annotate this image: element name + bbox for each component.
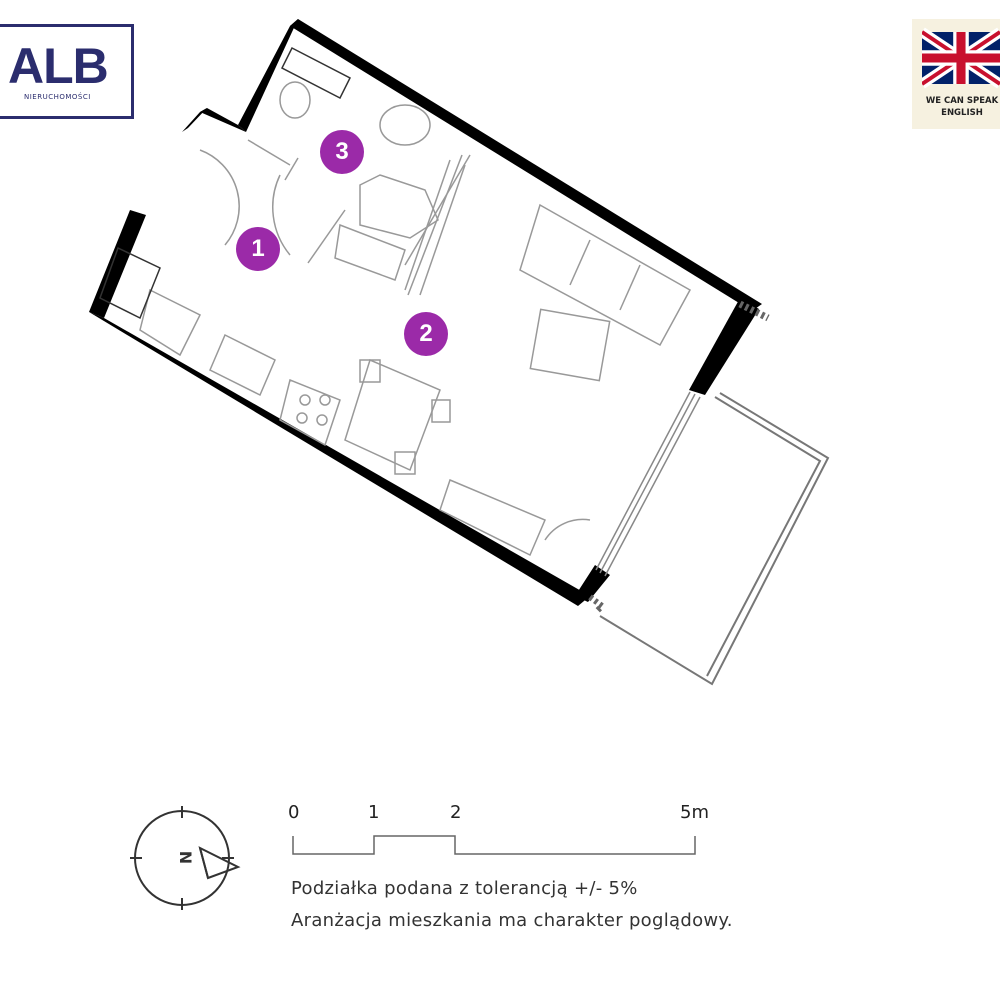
logo-subtitle: NIERUCHOMOŚCI	[24, 93, 91, 101]
compass-icon	[130, 806, 241, 910]
interior-lines	[139, 81, 692, 557]
room-marker-3: 3	[320, 130, 364, 174]
logo-name: ALB	[8, 38, 109, 94]
language-badge: WE CAN SPEAK ENGLISH	[912, 19, 1000, 129]
scale-tick-1: 1	[368, 802, 380, 823]
scale-tick-2: 2	[450, 802, 462, 823]
storage-units	[99, 46, 352, 320]
uk-flag-icon	[922, 27, 1000, 89]
language-badge-text: WE CAN SPEAK ENGLISH	[925, 96, 999, 118]
scale-bar	[292, 835, 696, 855]
company-logo: ALB NIERUCHOMOŚCI	[0, 24, 134, 119]
arrangement-note: Aranżacja mieszkania ma charakter pogląd…	[291, 910, 733, 931]
room-marker-2: 2	[404, 312, 448, 356]
room-marker-1: 1	[236, 227, 280, 271]
compass-north-letter: N	[176, 850, 196, 865]
tolerance-note: Podziałka podana z tolerancją +/- 5%	[291, 878, 638, 899]
scale-tick-0: 0	[288, 802, 300, 823]
balcony-window	[595, 391, 701, 577]
scale-tick-5m: 5m	[680, 802, 709, 823]
balcony	[588, 300, 830, 686]
